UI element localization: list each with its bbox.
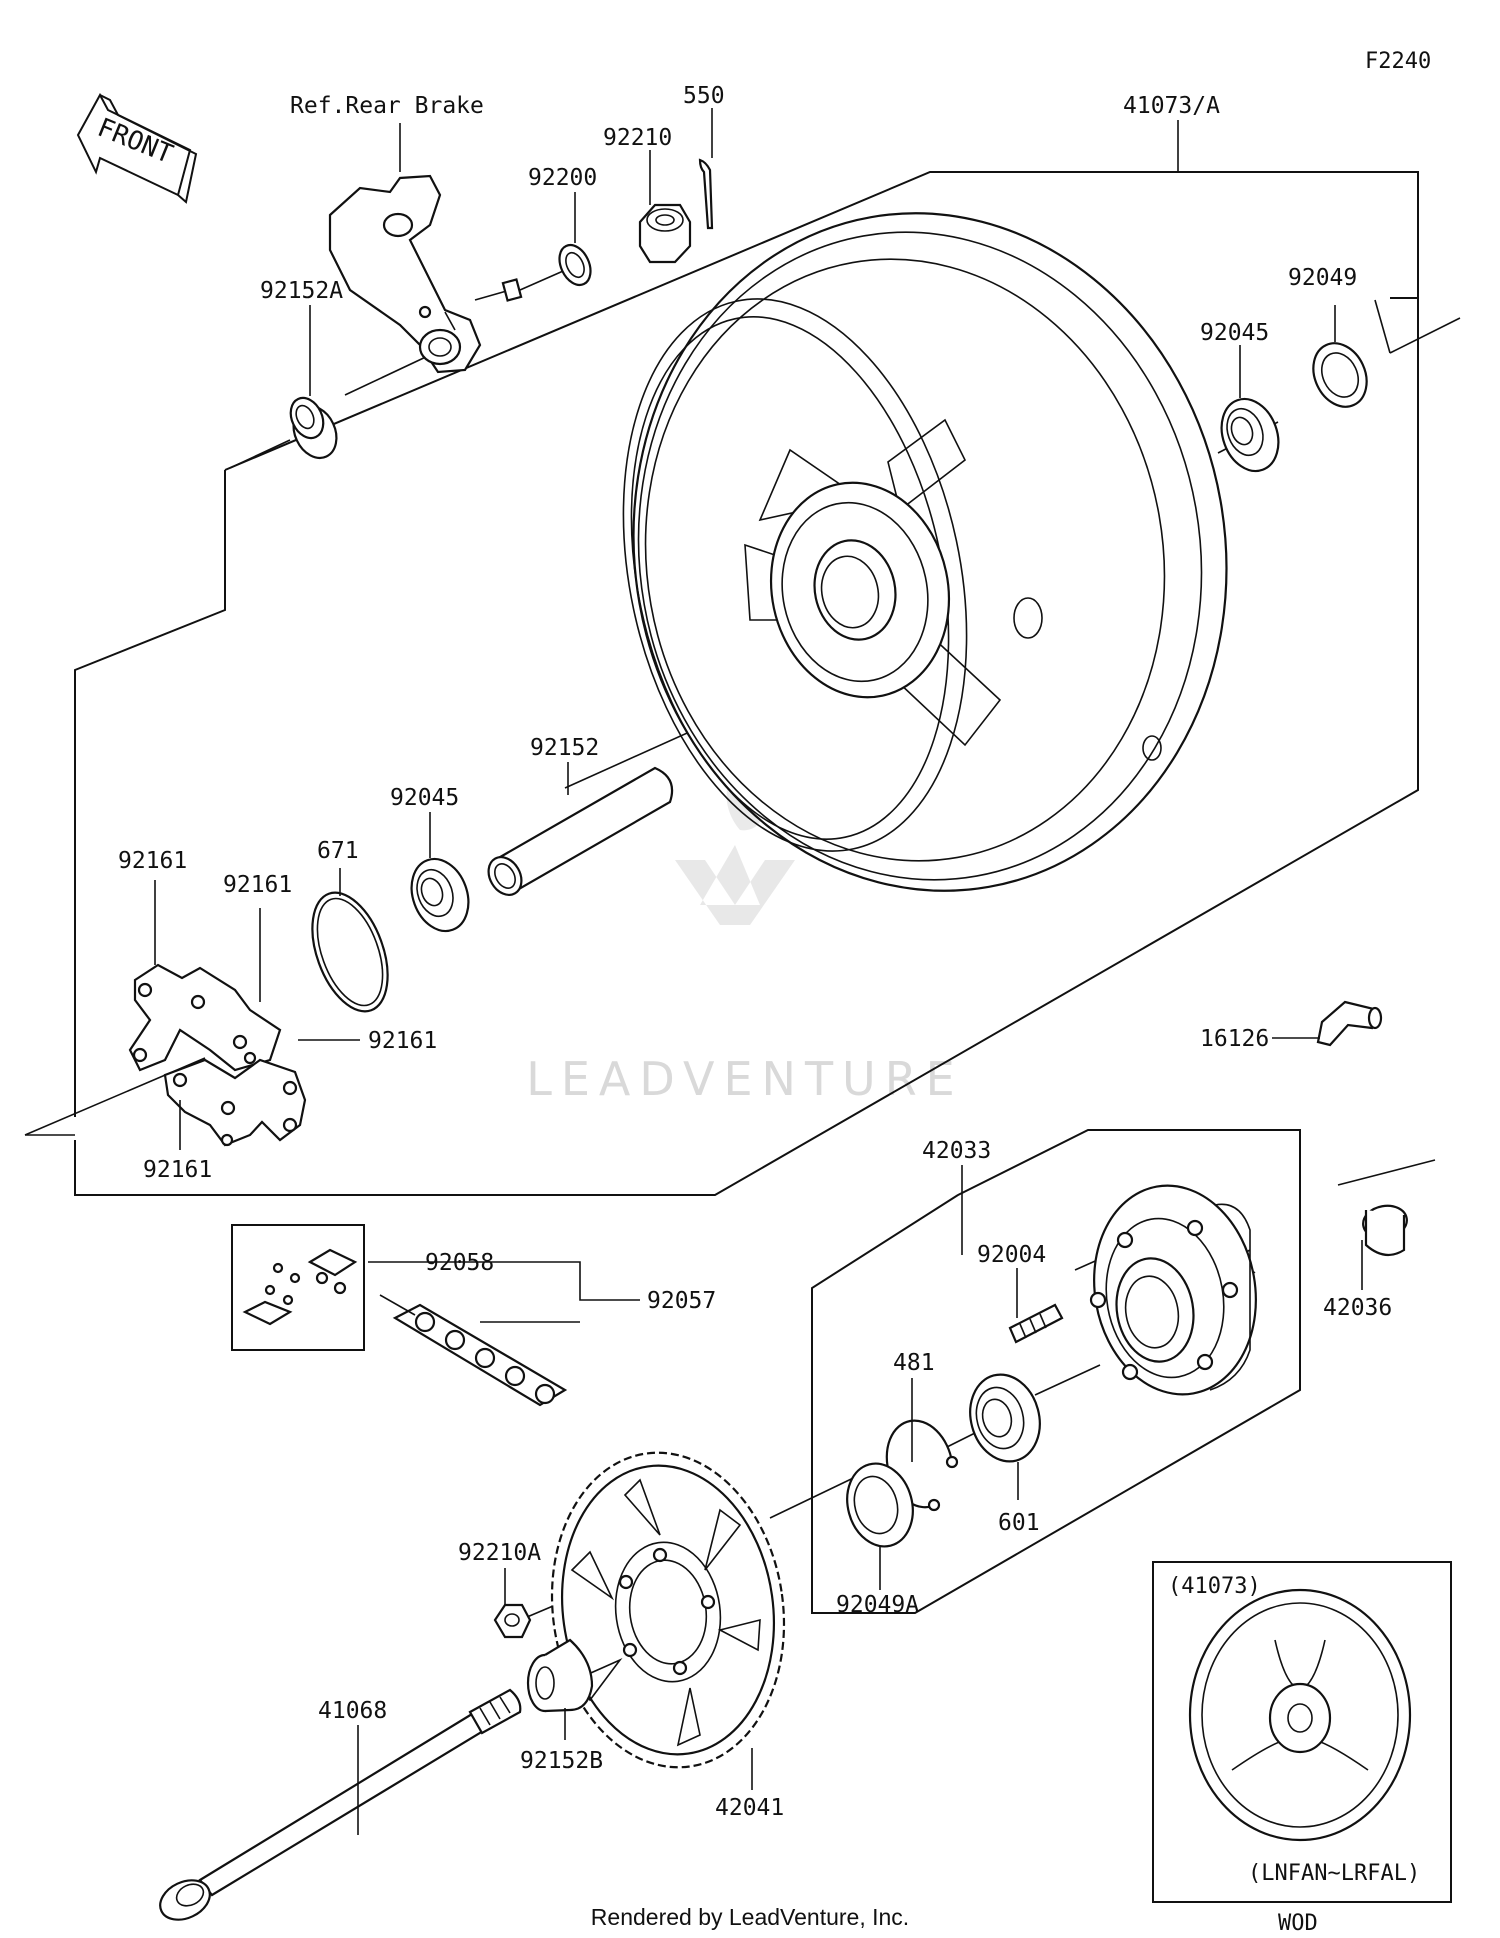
part-92045-bearing-right [1220,397,1280,473]
part-label: 92049A [836,1592,919,1618]
part-label: 92058 [425,1250,494,1276]
part-label: 42036 [1323,1295,1392,1321]
part-42041-sprocket [550,1451,786,1769]
part-label: 92210A [458,1540,541,1566]
part-label: 671 [317,838,359,864]
part-label: 41073/A [1123,93,1220,119]
footer-credit: Rendered by LeadVenture, Inc. [591,1904,909,1930]
inset-box [1152,1561,1452,1903]
part-92210a-nut [493,1603,532,1639]
part-41068-axle [159,1688,522,1921]
part-label: 92152B [520,1748,603,1774]
part-caliper-bracket [328,174,523,374]
part-labels: 550 92210 92200 41073/A 92152A 92049 920… [118,83,1392,1821]
part-92049-seal [1312,342,1368,408]
watermark-text: LEADVENTURE [526,1052,964,1106]
part-92004-stud [1008,1303,1064,1344]
leader-lines [154,108,1363,1835]
part-label: 92057 [647,1288,716,1314]
part-42033-hub [1089,1184,1257,1396]
part-label: 92210 [603,125,672,151]
part-label: 42041 [715,1795,784,1821]
inset-panel: (41073) (LNFAN~LRFAL) [1152,1561,1452,1903]
part-601-bearing [969,1373,1041,1463]
part-label: 92152A [260,278,343,304]
part-label: 601 [998,1510,1040,1536]
front-arrow: FRONT [76,92,198,204]
ref-rear-brake-label: Ref.Rear Brake [290,93,484,119]
part-42036-collar [1362,1204,1408,1257]
wheel-assembly-box [74,171,1419,1196]
part-label: 481 [893,1350,935,1376]
diagram-code: F2240 [1365,49,1431,74]
part-label: 92200 [528,165,597,191]
part-label: 92161 [118,848,187,874]
part-92152-collar [487,766,674,896]
part-92161-damper-bottom [163,1058,307,1147]
part-label: 92161 [143,1157,212,1183]
part-41073a-wheel [622,212,1228,892]
part-92210-nut [638,203,692,264]
chain-link-box [231,1224,365,1351]
part-label: 92049 [1288,265,1357,291]
hub-assembly-box [811,1129,1301,1614]
part-92200-washer [558,243,592,287]
part-label: 550 [683,83,725,109]
part-550-cotter-pin [698,158,714,230]
part-label: 92161 [223,872,292,898]
part-label: 41068 [318,1698,387,1724]
inset-title: (41073) [1168,1574,1261,1599]
part-92152b-collar [526,1638,594,1713]
part-92045-bearing-left [410,857,470,933]
part-16126-valve [1316,1000,1383,1047]
part-671-o-ring [311,891,389,1013]
inset-caption: WOD [1278,1911,1318,1936]
part-label: 92152 [530,735,599,761]
part-label: 42033 [922,1138,991,1164]
part-label: 92004 [977,1242,1046,1268]
part-label: 92045 [1200,320,1269,346]
part-92161-damper-top [128,963,282,1072]
part-label: 92161 [368,1028,437,1054]
part-92049a-seal [846,1462,914,1548]
part-92152a-collar [289,396,338,459]
part-label: 16126 [1200,1026,1269,1052]
part-92057-chain [379,1294,568,1407]
part-92058-link-kit [242,1248,358,1326]
inset-range: (LNFAN~LRFAL) [1248,1861,1420,1886]
part-label: 92045 [390,785,459,811]
